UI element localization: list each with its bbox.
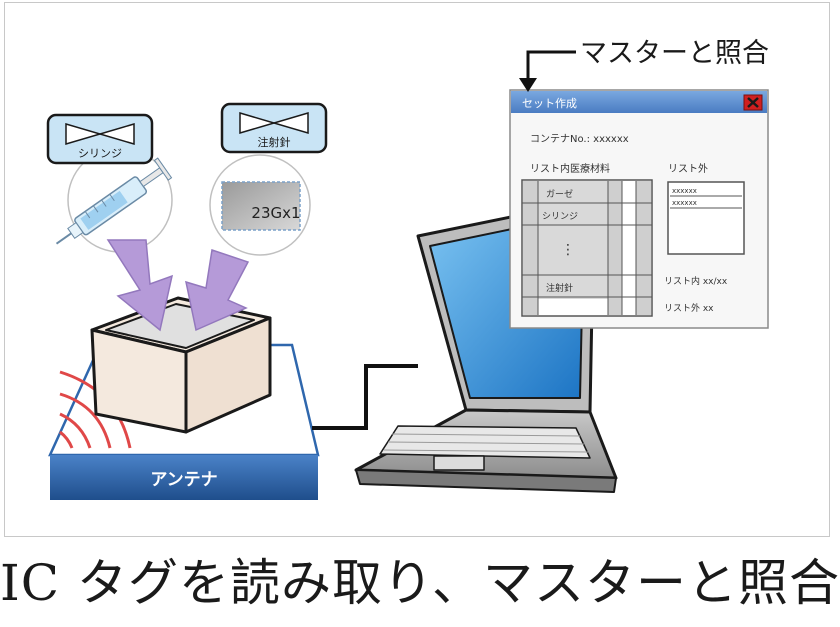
diagram-frame: [4, 2, 830, 537]
cable: [312, 364, 418, 430]
dialog-title: セット作成: [522, 97, 577, 110]
callout-label: マスターと照合: [580, 38, 769, 69]
bowtie-icon: [239, 111, 309, 135]
callout-arrowhead: [519, 78, 537, 92]
arrow-needle-to-box: [185, 249, 250, 332]
in-list-item: ガーゼ: [546, 188, 573, 200]
out-list-item: xxxxxx: [672, 199, 697, 207]
syringe-icon: [55, 157, 173, 245]
in-list-count: リスト内 xx/xx: [664, 275, 728, 287]
out-list-count: リスト外 xx: [664, 302, 714, 314]
set-creation-dialog: セット作成 コンテナNo.: xxxxxx リスト内医療材料 リスト外: [509, 89, 769, 329]
diagram-illustration: アンテナ: [46, 38, 769, 500]
diagram-caption: IC タグを読み取り、マスターと照合: [0, 554, 840, 612]
antenna-bar: [50, 455, 318, 500]
match-callout: マスターと照合: [519, 38, 769, 92]
in-list-table: ガーゼ シリンジ ⋮ 注射針: [521, 179, 653, 317]
dialog-titlebar: [511, 91, 767, 113]
needle-tag: 注射針: [220, 102, 328, 154]
syringe-tag-label: シリンジ: [78, 147, 122, 160]
container-no: コンテナNo.: xxxxxx: [530, 133, 629, 145]
in-list-header: リスト内医療材料: [530, 162, 610, 175]
laptop-touchpad: [433, 455, 485, 471]
needle-callout: 23Gx1: [209, 154, 311, 256]
in-list-item: 注射針: [546, 282, 573, 294]
needle-package: [221, 181, 301, 231]
syringe-callout: [55, 147, 173, 253]
out-list-header: リスト外: [668, 163, 708, 175]
box-side-face: [184, 316, 272, 434]
arrow-syringe-to-box: [106, 239, 174, 332]
bowtie-icon: [65, 122, 135, 146]
needle-tag-label: 注射針: [258, 135, 291, 149]
out-list-box: xxxxxx xxxxxx: [667, 181, 745, 255]
antenna-label: アンテナ: [150, 470, 217, 490]
in-list-ellipsis: ⋮: [561, 242, 575, 258]
syringe-tag: シリンジ: [46, 113, 154, 165]
in-list-item: シリンジ: [542, 212, 578, 222]
out-list-item: xxxxxx: [672, 187, 697, 195]
close-icon[interactable]: [743, 94, 763, 111]
needle-package-label: 23Gx1: [251, 204, 300, 222]
